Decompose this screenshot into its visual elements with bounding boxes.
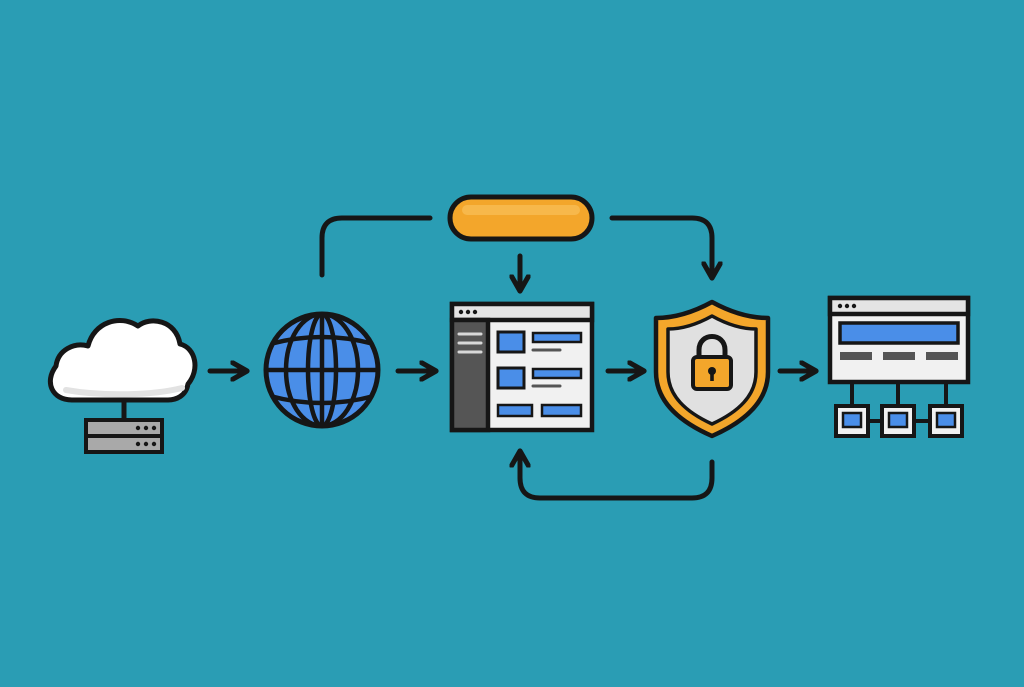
window-dot bbox=[465, 309, 471, 315]
globe-latitude-north bbox=[269, 334, 375, 347]
padlock-keyhole-slot bbox=[710, 372, 714, 381]
globe-outline bbox=[263, 311, 381, 429]
server-unit-top bbox=[84, 418, 164, 438]
webapp-titlebar bbox=[449, 301, 595, 323]
network-node-screen bbox=[887, 411, 909, 429]
network-dashboard-icon bbox=[827, 295, 971, 438]
dashboard-stat bbox=[883, 352, 915, 360]
connector-security-to-webapp bbox=[520, 453, 715, 501]
web-app-window-icon bbox=[449, 301, 595, 433]
process-pill-highlight bbox=[462, 205, 580, 215]
globe-icon bbox=[263, 311, 381, 429]
network-node-screen bbox=[841, 411, 863, 429]
content-bar bbox=[540, 403, 583, 418]
network-node-screen bbox=[935, 411, 957, 429]
server-led bbox=[135, 425, 141, 431]
security-shield-icon bbox=[653, 299, 771, 439]
padlock-shackle bbox=[696, 334, 728, 361]
window-dot bbox=[837, 303, 843, 309]
dashboard-titlebar bbox=[827, 295, 971, 317]
dashboard-stat bbox=[926, 352, 958, 360]
server-led bbox=[151, 425, 157, 431]
connector-pill-to-security bbox=[609, 215, 712, 276]
webapp-sidebar bbox=[449, 317, 491, 433]
cloud-shading bbox=[63, 385, 185, 398]
window-dot bbox=[458, 309, 464, 315]
process-pill bbox=[447, 194, 595, 242]
window-dot bbox=[844, 303, 850, 309]
connectors bbox=[207, 215, 814, 501]
cloud-server-icon bbox=[48, 318, 198, 454]
cloud-shape bbox=[48, 318, 198, 403]
content-thumb bbox=[496, 366, 526, 390]
connector-globe-to-pill bbox=[319, 215, 433, 278]
server-led bbox=[135, 441, 141, 447]
content-bar bbox=[531, 367, 583, 380]
server-led bbox=[143, 441, 149, 447]
dashboard-header-bar bbox=[838, 321, 960, 345]
content-bar-wide bbox=[496, 403, 534, 418]
server-unit-bottom bbox=[84, 434, 164, 454]
window-dot bbox=[472, 309, 478, 315]
server-led bbox=[143, 425, 149, 431]
globe-latitude-south bbox=[269, 393, 375, 406]
network-node bbox=[834, 404, 870, 438]
content-bar bbox=[531, 331, 583, 344]
content-thumb bbox=[496, 330, 526, 354]
server-led bbox=[151, 441, 157, 447]
window-dot bbox=[851, 303, 857, 309]
dashboard-stat bbox=[840, 352, 872, 360]
padlock-keyhole bbox=[708, 367, 716, 375]
